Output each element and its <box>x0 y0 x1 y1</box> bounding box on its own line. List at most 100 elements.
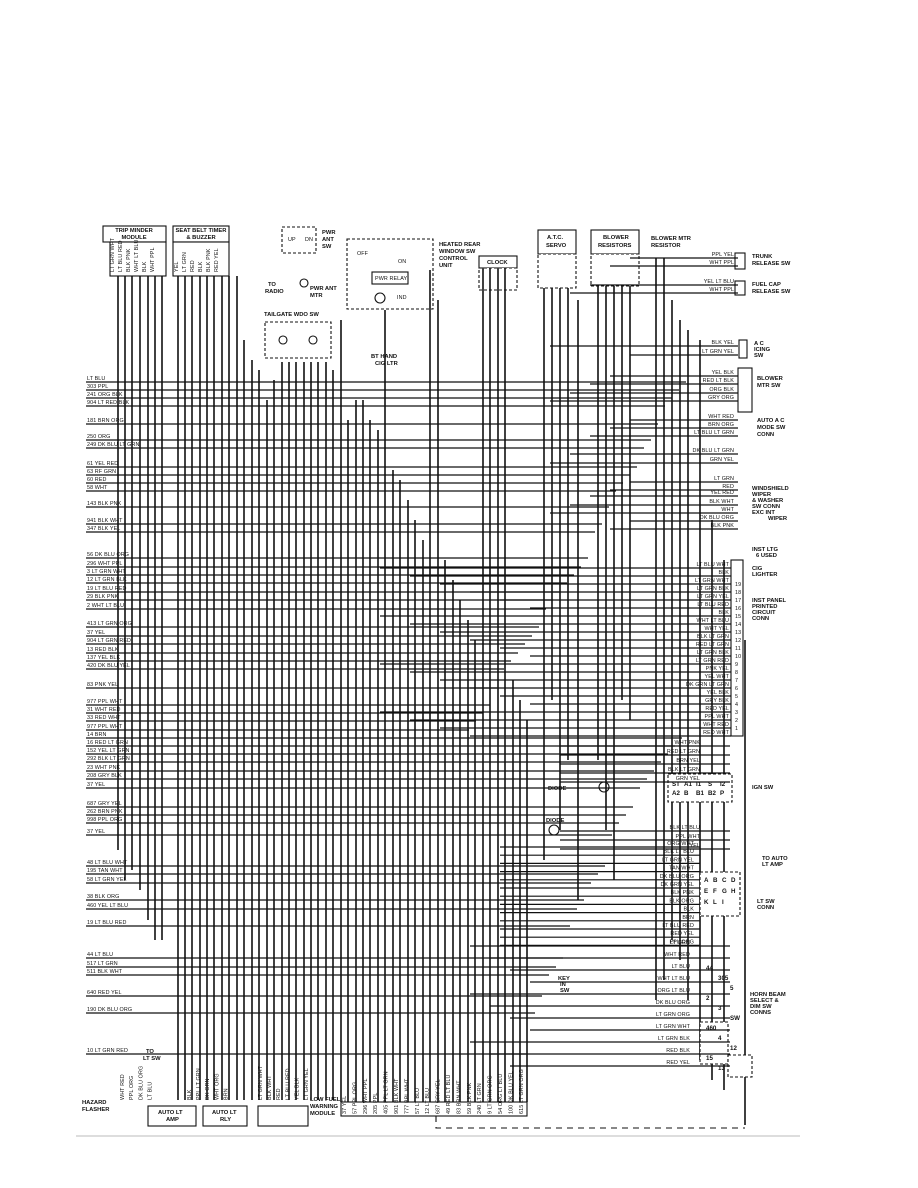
bottom-left-wire: PPL LT GRN <box>196 1068 202 1100</box>
atc-servo: A.T.C. SERVO <box>537 229 577 289</box>
cig-ltr-2: CIG LTR <box>375 361 399 367</box>
ign-wire-label: WHT PNK <box>675 740 701 746</box>
ign-pin-label: A2 <box>672 790 680 797</box>
left-wire-label: 37 YEL <box>87 630 105 636</box>
left-wire-label: 998 PPL ORG <box>87 817 122 823</box>
horn-pin-label: 3 <box>718 1005 722 1012</box>
atc-servo-2: SERVO <box>546 243 567 249</box>
panel-wire-label: BLK LT GRN <box>697 634 729 640</box>
ws-1: WINDSHIELD <box>752 486 789 492</box>
to-radio-1: TO <box>268 282 276 288</box>
bottom-left-wire: PPL ORG <box>129 1076 135 1100</box>
seat-belt-pin: RED YEL <box>214 248 220 272</box>
horn-pin-label: SW <box>730 1015 740 1022</box>
panel-pin-label: 5 <box>735 694 738 700</box>
panel-pin-label: 19 <box>735 582 741 588</box>
bottom-left-wire: RED <box>276 1088 282 1100</box>
tailgate-label: TAILGATE WDO SW <box>264 312 319 318</box>
tailgate-window-switch: TAILGATE WDO SW <box>264 312 332 359</box>
right-wire-label: BLK WHT <box>709 499 734 505</box>
trip-minder-pin: BLK <box>142 261 148 272</box>
left-wire-label: 640 RED YEL <box>87 990 122 996</box>
pwr-ant-dn: DN <box>305 237 313 243</box>
panel-pin-label: 11 <box>735 646 741 652</box>
left-wire-label: 23 WHT PNK <box>87 765 121 771</box>
panel-pin-label: 14 <box>735 622 741 628</box>
lt-sw-wire-label: BLK ORG <box>669 898 694 904</box>
heated-rear-4: UNIT <box>439 263 453 269</box>
bottom-left-wire: WHT ORG <box>214 1073 220 1100</box>
right-wire-label: GRY ORG <box>708 395 734 401</box>
panel-wire-label: LT GRN BLK <box>697 650 729 656</box>
to-auto-lt-2: LT AMP <box>762 862 783 868</box>
lt-sw-wire-label: TAN WHT <box>669 866 694 872</box>
horn-pin-label: 5 <box>730 985 734 992</box>
bottom-conn-wire: 83 BRN WHT <box>456 1080 462 1114</box>
ign-wire-label: PPL WHT <box>676 834 701 840</box>
blower-mtr-sw-1: BLOWER <box>757 376 784 382</box>
key-in-1: KEY <box>558 976 570 982</box>
horn-wire-label: LT GRN BLK <box>658 1036 690 1042</box>
lt-sw-pin-label: G <box>722 888 727 895</box>
left-wire-label: 37 YEL <box>87 782 105 788</box>
lt-sw-pin-label: F <box>713 888 717 895</box>
panel-pin-label: 17 <box>735 598 741 604</box>
fuel-cap-1: FUEL CAP <box>752 282 781 288</box>
ws-3: & WASHER <box>752 498 784 504</box>
panel-pin-label: 18 <box>735 590 741 596</box>
bottom-left-wire: BLK WHT <box>267 1075 273 1100</box>
lt-sw-conn-2: CONN <box>757 905 774 911</box>
right-wire-label: BLK YEL <box>712 340 734 346</box>
blower-resistors: BLOWER RESISTORS BLOWER MTR RESISTOR <box>590 229 692 287</box>
auto-lt-rly-2: RLY <box>220 1117 231 1123</box>
bottom-left-wire: BLK <box>187 1089 193 1100</box>
bottom-modules: HAZARD FLASHER TO LT SW AUTO LT AMP AUTO… <box>82 1049 745 1129</box>
left-wire-label: 3 LT GRN WHT <box>87 569 126 575</box>
right-wire-label: WHT PPL <box>709 260 734 266</box>
ign-switch-block <box>667 773 733 803</box>
panel-wire-label: YEL BLK <box>707 690 730 696</box>
heated-rear-2: WINDOW SW <box>439 249 476 255</box>
lt-sw-pin-label: A <box>704 877 709 884</box>
to-lt-sw-2: LT SW <box>143 1056 161 1062</box>
hr-on: ON <box>398 259 406 265</box>
horn-4: CONNS <box>750 1010 771 1016</box>
left-wire-label: 48 LT BLU WHT <box>87 860 128 866</box>
horn-pin-label: 2 <box>706 995 710 1002</box>
seat-belt-pin: YEL <box>174 262 180 273</box>
panel-pin-label: 15 <box>735 614 741 620</box>
panel-wire-label: LT GRN RED <box>696 658 729 664</box>
left-wire-label: 31 WHT RED <box>87 707 121 713</box>
ign-pin-label: I1 <box>696 781 702 788</box>
left-wire-label: 13 RED BLK <box>87 647 119 653</box>
bottom-left-wire: BRN <box>224 1088 230 1100</box>
diode2-label: DIODE <box>546 818 564 824</box>
horn-wire-label: RED BLK <box>666 1048 690 1054</box>
inst-ltg-1: INST LTG <box>752 547 778 553</box>
horn-block <box>699 1021 729 1065</box>
left-wire-label: 249 DK BLU LT GRN <box>87 442 139 448</box>
right-wire-label: YEL RED <box>710 490 734 496</box>
left-wire-label: 181 BRN ORG <box>87 418 124 424</box>
auto-ac-2: MODE SW <box>757 425 786 431</box>
lt-sw-wire-label: PPL ORG <box>670 939 694 945</box>
trip-minder-label-1: TRIP MINDER <box>115 228 153 234</box>
left-wire-label: 10 LT GRN RED <box>87 1048 128 1054</box>
pwr-relay-label: PWR RELAY <box>375 276 408 282</box>
left-wire-label: 347 BLK YEL <box>87 526 120 532</box>
seat-belt-pin: LT GRN <box>182 252 188 272</box>
horn-pin-label: 4 <box>718 1035 722 1042</box>
blower-res-2: RESISTORS <box>598 243 632 249</box>
lt-sw-pin-label: K <box>704 899 709 906</box>
horn-wire-label: LT BLU <box>672 964 690 970</box>
panel-wire-label: DK GRN LT GRN <box>686 682 729 688</box>
key-in-3: SW <box>560 988 570 994</box>
trip-minder-pin: WHT LT BLU <box>134 240 140 272</box>
pwr-ant-sw-2: ANT <box>322 237 334 243</box>
ws-4: SW CONN <box>752 504 780 510</box>
panel-wire-label: YEL WHT <box>705 674 730 680</box>
panel-wire-label: RED LT GRN <box>696 642 729 648</box>
lt-sw-pin-label: E <box>704 888 708 895</box>
horn-wire-label: ORG LT BLU <box>657 988 690 994</box>
